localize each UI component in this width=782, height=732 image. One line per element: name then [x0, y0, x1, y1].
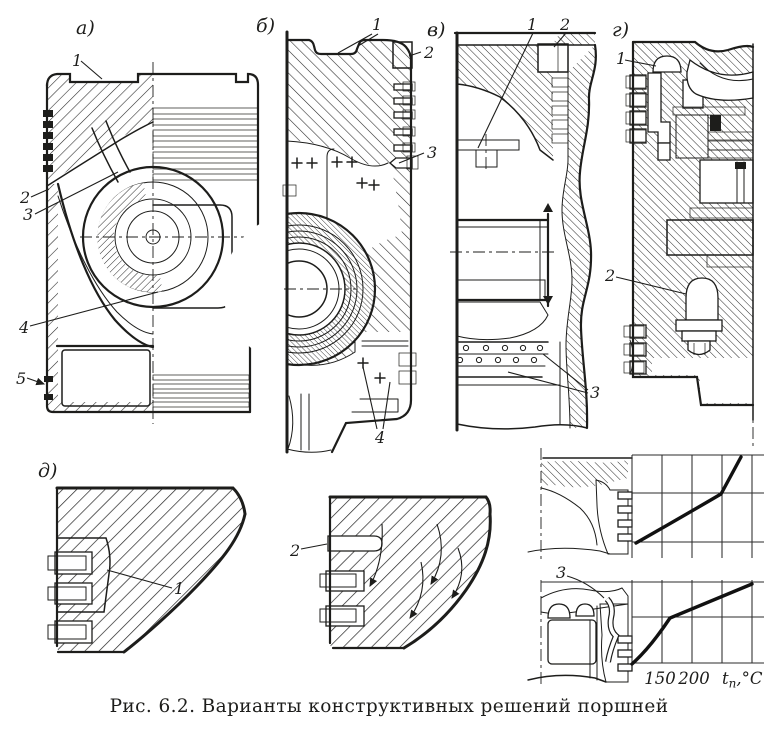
callout-d-2-label: 2 [289, 541, 300, 560]
x-axis-label: tп,°С [722, 669, 763, 691]
panel-g-label: г) [612, 19, 629, 41]
callout-d-2: 2 [289, 541, 328, 560]
piston-g-bell-and-bolt [652, 277, 753, 403]
panel-g: г) [604, 19, 755, 448]
callout-v-2: 2 [553, 15, 570, 48]
panel-b: б) [223, 15, 437, 454]
panel-a-label: а) [76, 17, 95, 39]
piston-g-section [623, 40, 755, 448]
callout-v-1-label: 1 [527, 15, 537, 34]
callout-b-3: 3 [398, 143, 437, 164]
callout-a-1-label: 1 [72, 51, 82, 70]
temp-curve-lower [630, 582, 754, 666]
callout-a-4-label: 4 [18, 318, 29, 337]
callout-v-1: 1 [477, 15, 537, 149]
callout-g-2-label: 2 [604, 266, 615, 285]
piston-d-fragment-slot [319, 495, 492, 650]
callout-a-3: 3 [23, 171, 119, 224]
callout-graph-3: 3 [556, 563, 605, 599]
callout-a-2-label: 2 [19, 188, 30, 207]
piston-v-section [450, 31, 597, 432]
chart-grid [541, 454, 764, 664]
figure-caption: Рис. 6.2. Варианты конструктивных решени… [110, 696, 669, 717]
callout-b-2: 2 [408, 43, 434, 62]
heat-flow-arrows [369, 523, 463, 619]
callout-b-4-label: 4 [374, 428, 385, 447]
callout-a-1: 1 [72, 51, 103, 80]
callout-d-1: 1 [106, 569, 184, 598]
piston-g-mid-band [657, 142, 754, 204]
piston-g-crown-arch [652, 55, 682, 73]
piston-v-pin [450, 203, 558, 308]
callout-a-5: 5 [16, 369, 46, 388]
tick-200: 200 [677, 669, 710, 688]
callout-v-3-label: 3 [590, 383, 600, 402]
callout-a-4: 4 [18, 291, 159, 337]
callout-b-1: 1 [337, 15, 382, 54]
panel-v-label: в) [427, 19, 445, 41]
tick-150: 150 [644, 669, 676, 688]
piston-v-oil-cooling [456, 341, 549, 378]
temperature-chart: 3 150 200 tп,°С [527, 448, 764, 691]
callout-a-3-label: 3 [23, 205, 33, 224]
callout-a-5-label: 5 [16, 369, 26, 388]
piston-b-skirt-details [286, 340, 417, 453]
piston-b-section [223, 30, 419, 454]
axis-t: t [722, 669, 729, 688]
panel-v: в) [427, 15, 600, 432]
callout-b-4: 4 [362, 366, 391, 447]
panel-b-label: б) [256, 15, 275, 37]
axis-unit: ,°С [736, 669, 762, 688]
panel-a: а) [16, 17, 260, 424]
piston-a-ring-grooves [43, 110, 53, 400]
callout-b-3-label: 3 [427, 143, 437, 162]
piston-v-ring-carrier [537, 43, 569, 73]
piston-b-pin-boss [288, 211, 377, 367]
piston-v-ring-grooves [551, 77, 569, 144]
callout-g-2: 2 [604, 266, 687, 295]
temp-curve-upper [634, 455, 743, 545]
callout-d-1-label: 1 [174, 579, 184, 598]
piston-a-pin-boss [81, 165, 233, 309]
piston-profile-lower [527, 580, 633, 685]
piston-b-insert-marks [291, 156, 386, 384]
callout-v-2-label: 2 [559, 15, 570, 34]
callout-graph-3-label: 3 [556, 563, 566, 582]
panel-d: д) 1 2 [38, 460, 492, 654]
callout-a-2: 2 [19, 188, 50, 207]
callout-v-3: 3 [507, 353, 600, 402]
axis-subscript: п [729, 677, 737, 691]
panel-d-label: д) [38, 460, 57, 482]
callout-b-1-label: 1 [372, 15, 382, 34]
callout-g-1-label: 1 [616, 49, 626, 68]
callout-g-1: 1 [616, 49, 657, 68]
piston-profile-upper [527, 448, 633, 560]
piston-d-fragment-insert [47, 486, 247, 654]
callout-b-2-label: 2 [423, 43, 434, 62]
piston-v-stud [456, 134, 520, 172]
